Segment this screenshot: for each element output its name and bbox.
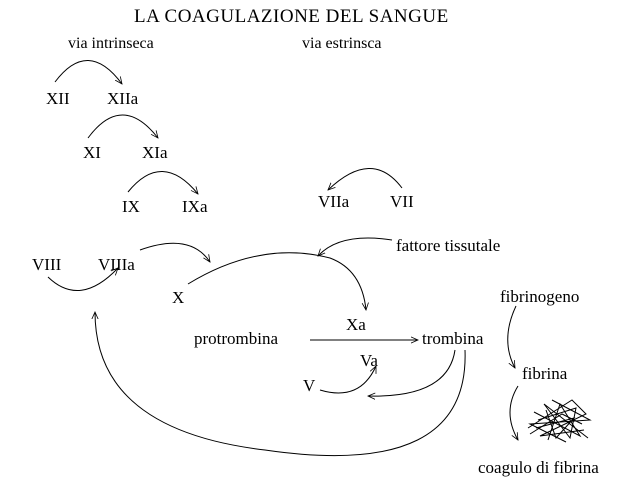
- arrow-viii-to-viiia: [47, 268, 118, 291]
- arrow-vii-to-viia: [328, 168, 403, 190]
- label-fibrin: fibrina: [522, 364, 568, 383]
- factor-xiia: XIIa: [107, 89, 139, 108]
- arrow-fibrinogen-to-fibrin: [507, 305, 517, 368]
- factor-viiia: VIIIa: [98, 255, 135, 274]
- arrow-ixa-viiia-to-x: [139, 242, 210, 262]
- label-tissue-factor: fattore tissutale: [396, 236, 501, 255]
- label-thrombin: trombina: [422, 329, 484, 348]
- factor-ix: IX: [122, 197, 140, 216]
- factor-xia: XIa: [142, 143, 168, 162]
- arrow-fibrin-to-clot: [509, 385, 518, 440]
- factor-v: V: [303, 376, 316, 395]
- arrow-ix-to-ixa: [127, 171, 198, 194]
- arrow-v-to-va: [319, 366, 377, 394]
- factor-xi: XI: [83, 143, 101, 162]
- diagram-title: LA COAGULAZIONE DEL SANGUE: [134, 6, 449, 27]
- label-fibrin-clot: coagulo di fibrina: [478, 458, 599, 477]
- label-prothrombin: protrombina: [194, 329, 279, 348]
- arrow-thrombin-to-viiia: [95, 312, 466, 457]
- label-fibrinogen: fibrinogeno: [500, 287, 580, 306]
- label-extrinsic-pathway: via estrinsca: [302, 35, 382, 52]
- factor-viii: VIII: [32, 255, 62, 274]
- fibrin-mesh-icon: [527, 399, 592, 443]
- factor-va: Va: [360, 351, 378, 370]
- factor-vii: VII: [390, 192, 414, 211]
- factor-xa: Xa: [346, 315, 366, 334]
- label-intrinsic-pathway: via intrinseca: [68, 35, 154, 52]
- factor-xii: XII: [46, 89, 70, 108]
- arrow-xii-to-xiia: [54, 60, 122, 84]
- arrow-x-to-xa: [187, 252, 366, 310]
- factor-viia: VIIa: [318, 192, 350, 211]
- factor-ixa: IXa: [182, 197, 208, 216]
- arrow-xi-to-xia: [87, 114, 158, 138]
- arrow-thrombin-to-v: [368, 349, 456, 396]
- factor-x: X: [172, 288, 185, 307]
- arrow-tissue-factor: [318, 237, 393, 256]
